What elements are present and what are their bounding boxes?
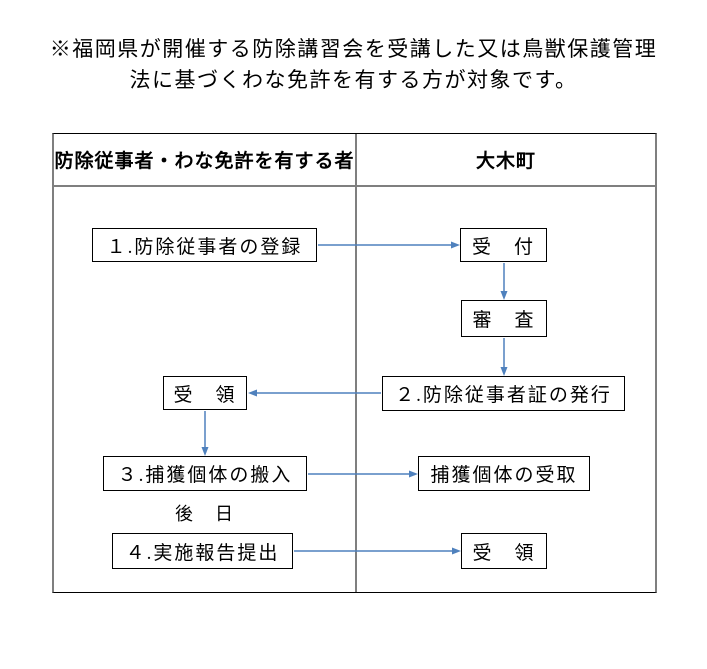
node-step2-certificate-issue: ２.防除従事者証の発行 xyxy=(382,376,625,411)
node-receipt-certificate: 受 領 xyxy=(163,376,247,410)
note-line-1: ※福岡県が開催する防除講習会を受講した又は鳥獣保護管理 xyxy=(49,37,658,61)
label-later-date: 後 日 xyxy=(175,504,235,524)
column-header-town: 大木町 xyxy=(475,151,536,172)
column-header-workers: 防除従事者・わな免許を有する者 xyxy=(54,151,355,172)
node-review: 審 査 xyxy=(461,300,547,337)
note-line-2: 法に基づくわな免許を有する方が対象です。 xyxy=(129,68,578,92)
node-step1-registration: １.防除従事者の登録 xyxy=(92,228,317,262)
flow-table: 防除従事者・わな免許を有する者 大木町 xyxy=(52,133,657,593)
node-captured-receipt: 捕獲個体の受取 xyxy=(418,456,590,491)
column-divider xyxy=(355,134,357,592)
node-step4-report-submit: ４.実施報告提出 xyxy=(112,533,293,569)
header-separator xyxy=(54,185,655,187)
node-report-receipt: 受 領 xyxy=(461,533,547,569)
node-step3-carry-in: ３.捕獲個体の搬入 xyxy=(103,456,307,491)
node-reception: 受 付 xyxy=(460,228,547,262)
note-text: ※福岡県が開催する防除講習会を受講した又は鳥獣保護管理 法に基づくわな免許を有す… xyxy=(0,34,707,96)
